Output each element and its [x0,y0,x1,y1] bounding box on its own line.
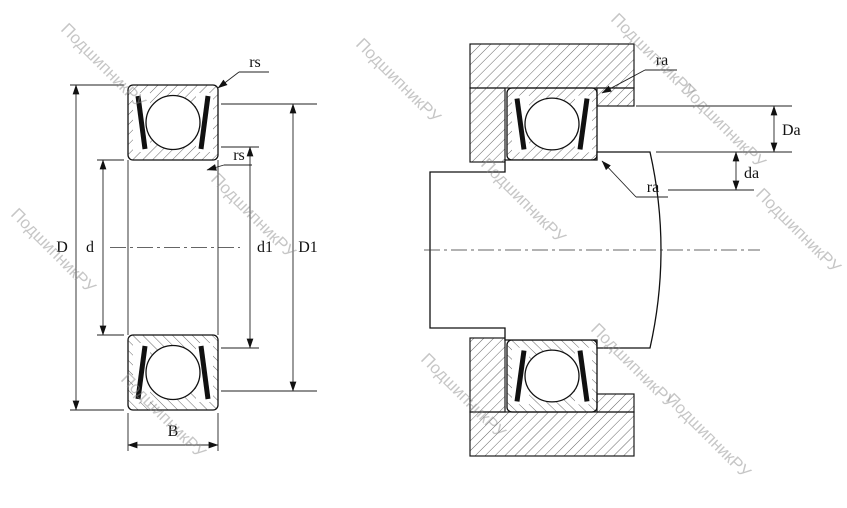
leader-ra-housing: ra [601,52,677,94]
mounted-bearing-top [507,88,597,160]
dim-label-Da: Da [782,122,801,139]
housing-top [469,43,635,89]
housing-shoulder-top [596,87,635,107]
dim-label-d1: d1 [257,239,273,256]
right-view-mounting: Da da ra ra [424,43,801,457]
dim-label-D: D [56,239,68,256]
dim-label-B: B [168,423,179,440]
watermark-text: ПодшипникРУ [752,184,845,277]
watermark-text: ПодшипникРУ [352,34,445,127]
watermark-text: ПодшипникРУ [662,389,755,482]
watermark-text: ПодшипникРУ [207,169,300,262]
dimension-d1: d1 [221,146,273,349]
label-rs-top: rs [249,54,261,71]
leader-line [601,69,646,94]
leader-rs-top: rs [217,54,269,89]
dimension-da: da [668,151,759,191]
housing-shoulder-bottom [596,393,635,413]
dim-label-D1: D1 [298,239,318,256]
watermark-text: ПодшипникРУ [57,19,150,112]
dimension-d: d [86,159,124,336]
watermark-layer: ПодшипникРУ ПодшипникРУ ПодшипникРУ Подш… [7,9,845,482]
dimension-Da: Da [636,105,801,153]
housing-cap-top [469,87,506,163]
leader-ra-shaft: ra [601,160,668,198]
watermark-text: ПодшипникРУ [677,79,770,172]
housing-bottom [469,411,635,457]
leader-line [206,164,225,171]
label-ra-shaft: ra [647,179,659,196]
dimension-B: B [127,413,219,451]
label-rs-inner: rs [233,147,245,164]
dim-label-d: d [86,239,94,256]
dim-label-da: da [744,165,759,182]
leader-line [601,160,637,198]
dimension-D: D [56,84,124,411]
mounted-bearing-bottom [507,340,597,412]
leader-line [217,71,240,89]
dimension-D1: D1 [221,103,318,392]
housing-cap-bottom [469,337,506,413]
left-view-cross-section: D d d1 D1 B [56,54,318,451]
leader-rs-inner: rs [206,147,252,171]
label-ra-housing: ra [656,52,668,69]
